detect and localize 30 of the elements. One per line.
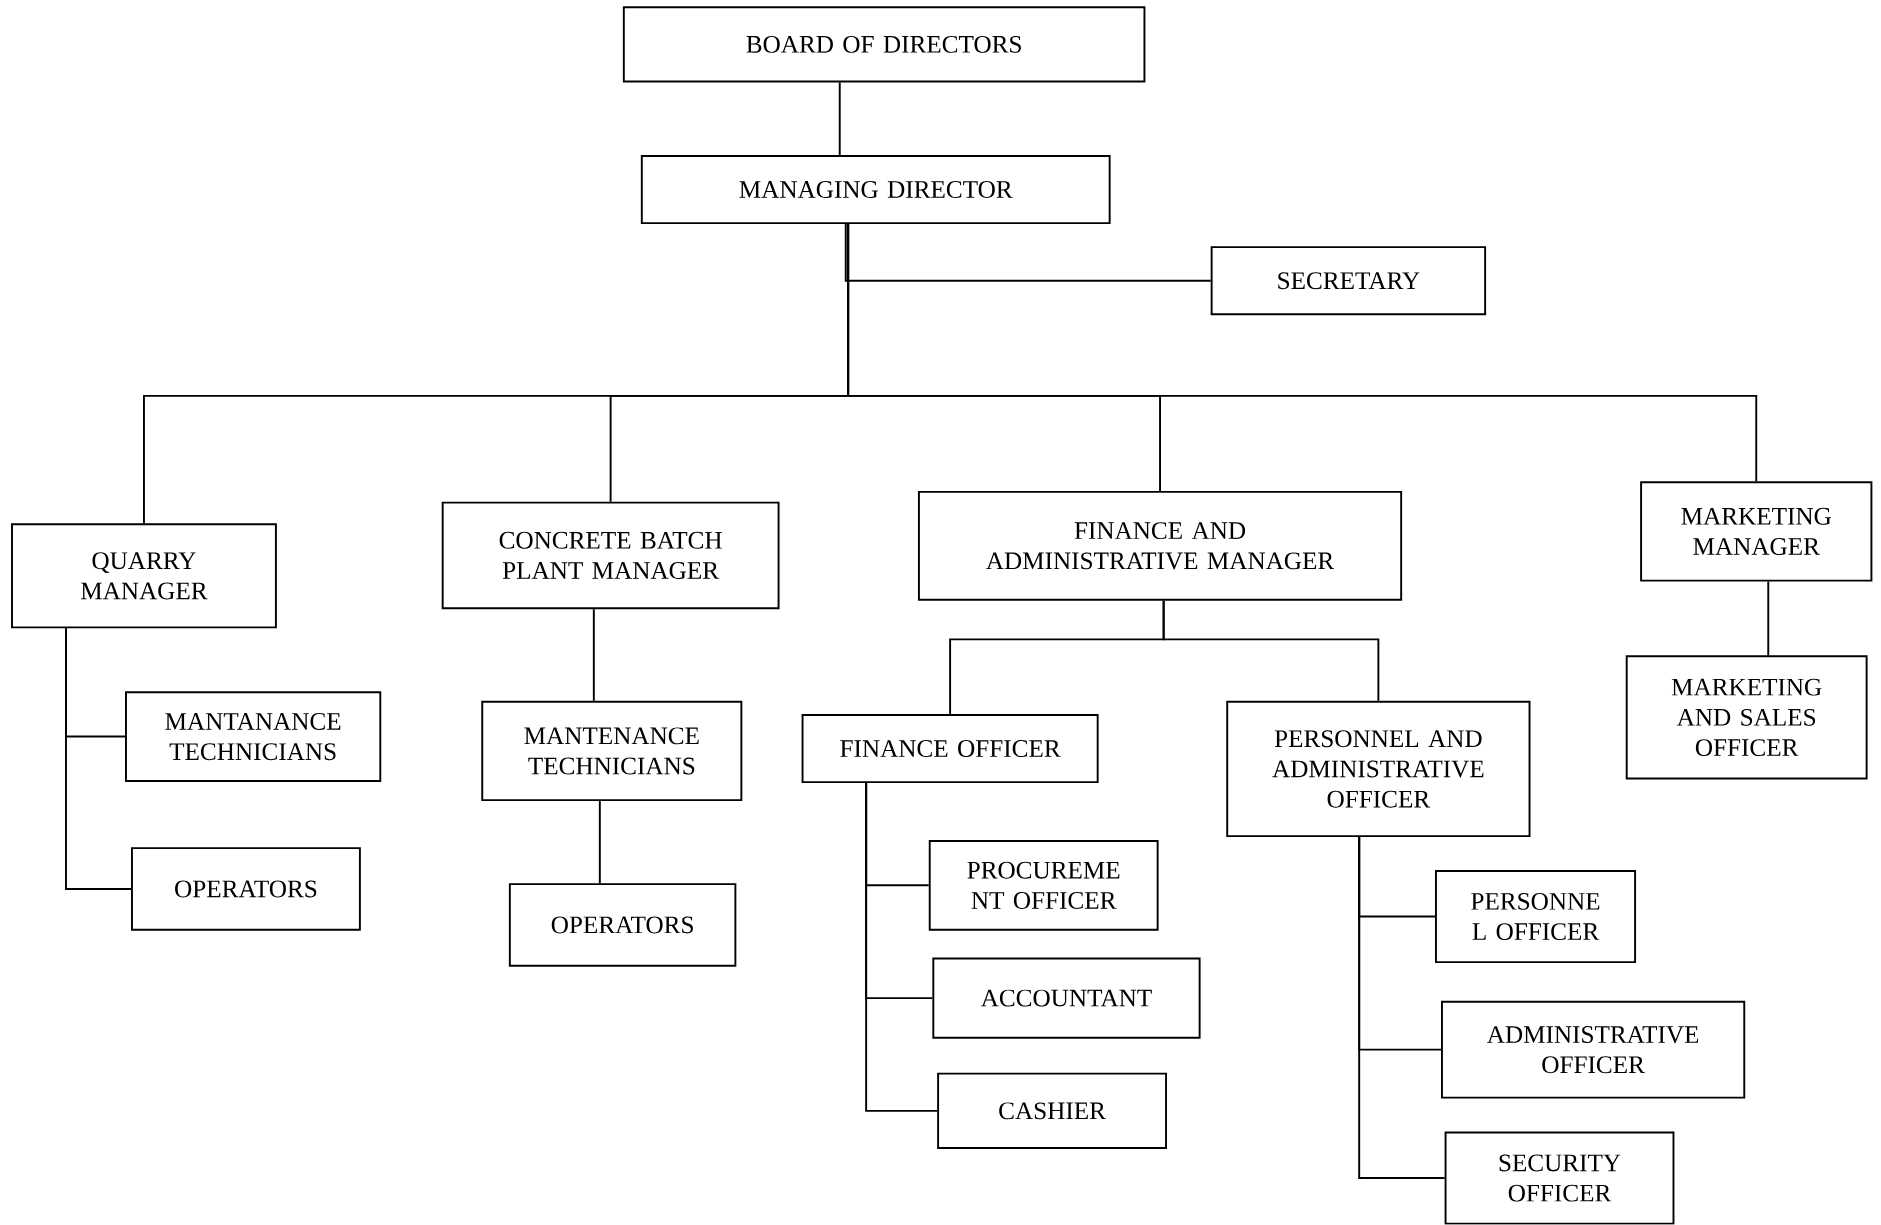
org-box: OPERATORS bbox=[508, 883, 737, 967]
org-box: OPERATORS bbox=[131, 847, 361, 931]
connector-line bbox=[847, 223, 1758, 483]
org-box: BOARD OF DIRECTORS bbox=[622, 6, 1146, 83]
org-box: ACCOUNTANT bbox=[932, 957, 1201, 1039]
org-box: PROCUREME NT OFFICER bbox=[928, 840, 1159, 931]
org-box: ADMINISTRATIVE OFFICER bbox=[1441, 1000, 1746, 1099]
connector-line bbox=[598, 800, 601, 885]
org-box: MARKETING MANAGER bbox=[1640, 481, 1873, 582]
org-box: FINANCE OFFICER bbox=[801, 714, 1099, 784]
org-box: MANTENANCE TECHNICIANS bbox=[481, 700, 743, 802]
org-box: PERSONNE L OFFICER bbox=[1435, 870, 1637, 964]
connector-line bbox=[1358, 836, 1446, 1180]
org-box: SECRETARY bbox=[1210, 246, 1487, 316]
connector-line bbox=[844, 223, 1212, 282]
connector-line bbox=[838, 81, 841, 157]
org-box: PERSONNEL AND ADMINISTRATIVE OFFICER bbox=[1226, 700, 1531, 838]
org-box: MANAGING DIRECTOR bbox=[640, 155, 1111, 225]
org-box: SECURITY OFFICER bbox=[1444, 1131, 1675, 1225]
connector-line bbox=[1162, 599, 1380, 702]
connector-line bbox=[65, 627, 132, 890]
org-box: FINANCE AND ADMINISTRATIVE MANAGER bbox=[917, 491, 1403, 601]
org-box: CONCRETE BATCH PLANT MANAGER bbox=[441, 501, 780, 610]
org-box: CASHIER bbox=[937, 1072, 1167, 1150]
org-box: MARKETING AND SALES OFFICER bbox=[1625, 655, 1868, 780]
connector-line bbox=[592, 608, 595, 702]
connector-line bbox=[1767, 580, 1770, 657]
org-box: MANTANANCE TECHNICIANS bbox=[125, 691, 382, 782]
connector-line bbox=[865, 782, 939, 1112]
org-box: QUARRY MANAGER bbox=[11, 523, 277, 629]
